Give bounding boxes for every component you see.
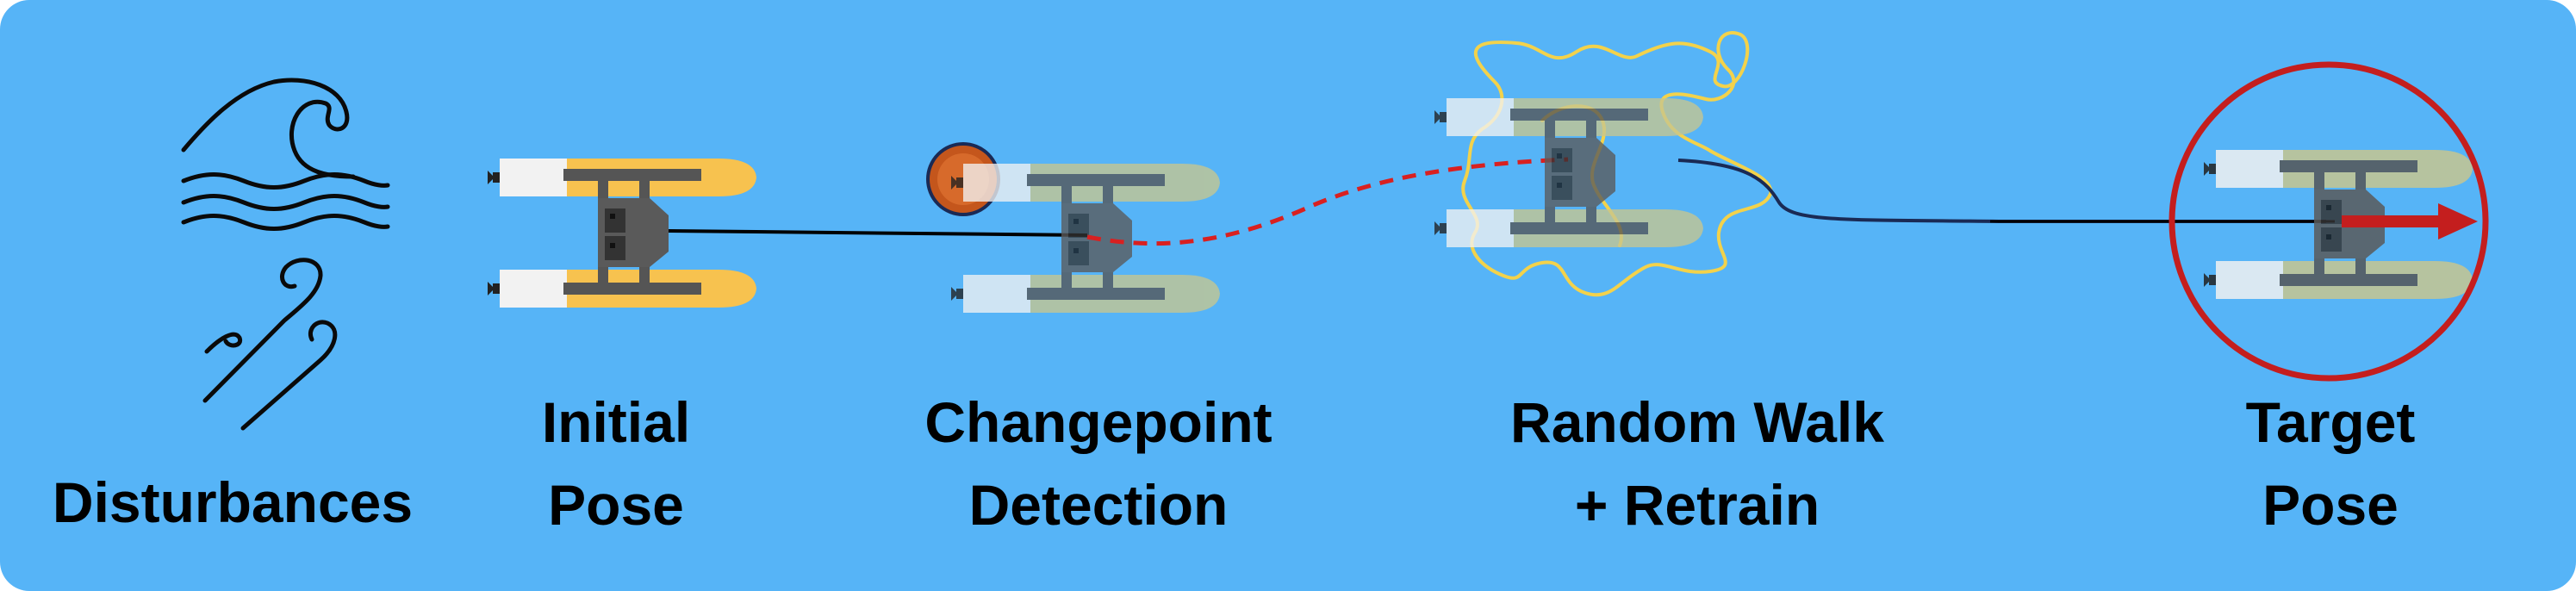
label-changepoint-detection: Changepoint Detection [883,381,1314,546]
tether-line [668,229,1088,237]
ocean-wave-icon [181,78,390,231]
label-changepoint-line2: Detection [968,473,1229,537]
label-initial-line1: Initial [541,390,691,454]
random-walk-dashed-path [1086,157,1569,246]
label-random-walk-retrain: Random Walk + Retrain [1465,381,1930,546]
label-random-line2: + Retrain [1574,473,1820,537]
planned-path-solid [1677,159,2326,223]
label-target-line2: Pose [2262,473,2399,537]
label-target-line1: Target [2245,390,2416,454]
label-disturbances: Disturbances [52,470,414,534]
target-heading-arrow-icon [2342,203,2478,240]
label-random-line1: Random Walk [1510,390,1884,454]
label-target-pose: Target Pose [2206,381,2455,546]
label-initial-pose: Initial Pose [482,381,750,546]
label-initial-line2: Pose [548,473,684,537]
random-walk-scribble [1461,31,1773,297]
label-changepoint-line1: Changepoint [924,390,1272,454]
target-ring [2168,61,2489,382]
wind-icon [202,258,338,431]
